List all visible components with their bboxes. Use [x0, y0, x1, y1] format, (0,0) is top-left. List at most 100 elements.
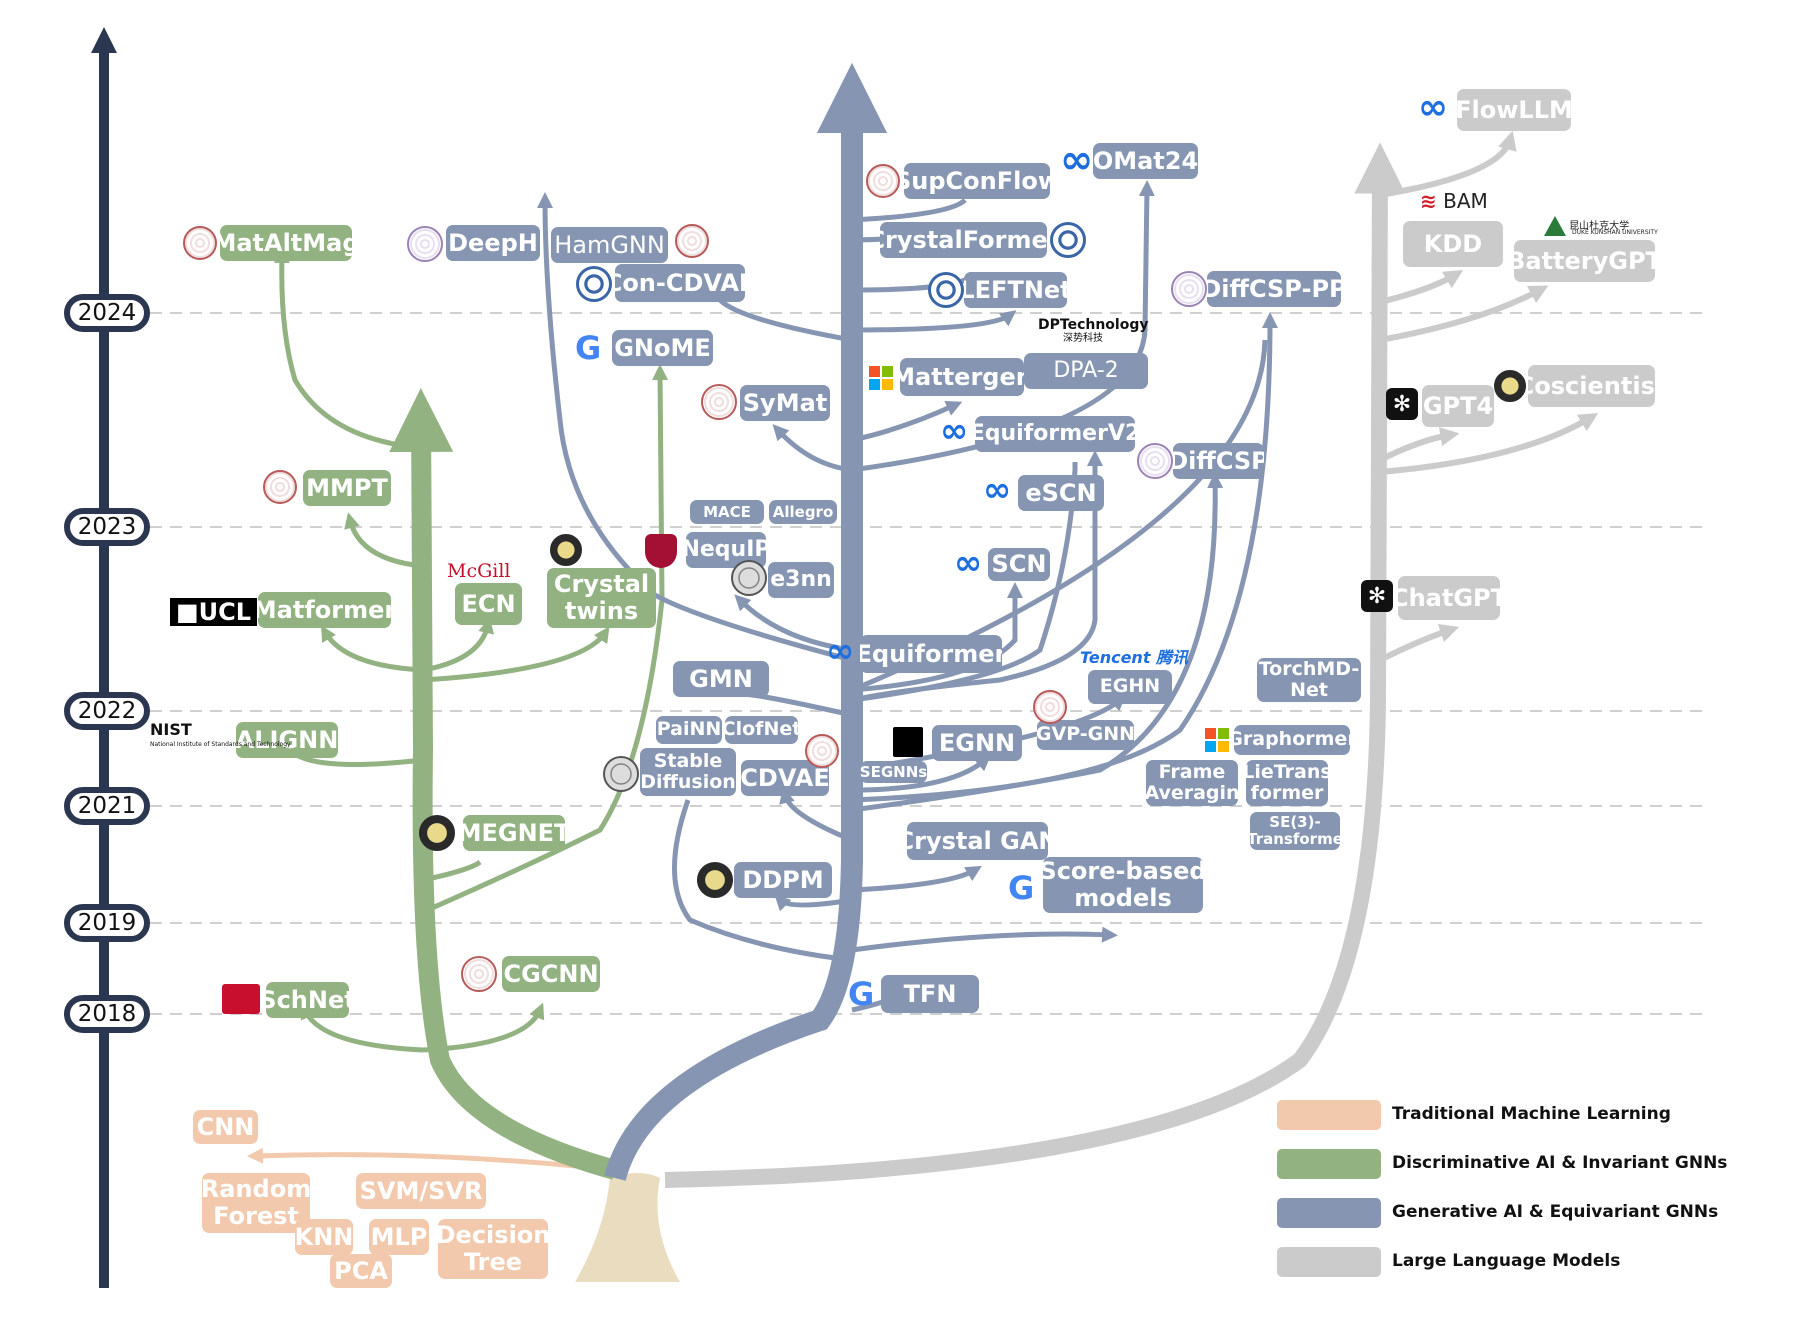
- institution-seal-icon: [1494, 370, 1526, 402]
- institution-seal-icon: [1171, 271, 1207, 307]
- institution-seal-icon: [1137, 443, 1173, 479]
- uva-logo-icon: [893, 727, 923, 757]
- year-2022: 2022: [64, 692, 150, 730]
- google-icon: G: [1008, 869, 1035, 907]
- institution-seal-icon: [805, 734, 839, 768]
- node-matformer: Matformer: [258, 592, 391, 628]
- legend-label-discriminative: Discriminative AI & Invariant GNNs: [1392, 1153, 1728, 1173]
- year-2021: 2021: [64, 787, 150, 825]
- nist-logo: NIST: [150, 720, 192, 739]
- meta-icon: ∞: [940, 411, 969, 451]
- harvard-shield-icon: [645, 534, 677, 568]
- node-megnet: MEGNET: [463, 815, 565, 851]
- node-escn: eSCN: [1018, 475, 1104, 511]
- node-diffcsp-pp: DiffCSP-PP: [1207, 271, 1341, 307]
- node-allegro: Allegro: [769, 500, 837, 524]
- node-equiformerv2: EquiformerV2: [975, 416, 1135, 452]
- dptechnology-logo: DPTechnology: [1038, 317, 1149, 333]
- node-clofnet: ClofNet: [725, 716, 798, 744]
- node-symat: SyMat: [740, 385, 830, 421]
- node-painn: PaiNN: [656, 716, 722, 744]
- meta-icon: ∞: [1418, 87, 1448, 128]
- meta-icon: ∞: [1060, 137, 1094, 183]
- node-equiformer: Equiformer: [860, 635, 1002, 673]
- node-leftnet: LEFTNet: [964, 272, 1067, 308]
- year-2023: 2023: [64, 508, 150, 546]
- institution-seal-icon: [928, 272, 964, 308]
- node-alignn: ALIGNN: [236, 722, 338, 758]
- node-mattergen: Mattergen: [900, 358, 1024, 396]
- node-segnns: SEGNNs: [860, 761, 927, 783]
- node-eghn: EGHN: [1088, 670, 1172, 704]
- node-crystalformer: CrystalFormer: [880, 222, 1047, 258]
- meta-icon: ∞: [826, 631, 855, 671]
- node-hamgnn: HamGNN: [551, 227, 668, 263]
- node-omat24: OMat24: [1093, 143, 1198, 179]
- node-scn: SCN: [988, 548, 1050, 581]
- microsoft-icon: [869, 366, 893, 390]
- mcgill-logo: McGill: [447, 560, 511, 582]
- institution-seal-icon: [866, 164, 900, 198]
- tree-trunk: [575, 1173, 680, 1282]
- institution-seal-icon: [697, 862, 733, 898]
- institution-seal-icon: [576, 266, 612, 302]
- institution-seal-icon: [461, 956, 497, 992]
- node-matAltMag: MatAltMag: [220, 225, 352, 261]
- node-gvp-gnn: GVP-GNN: [1037, 720, 1134, 750]
- node-mlp: MLP: [369, 1219, 429, 1255]
- node-mmpt: MMPT: [303, 470, 391, 506]
- google-icon: G: [575, 329, 602, 367]
- year-2018: 2018: [64, 995, 150, 1033]
- institution-seal-icon: [1050, 222, 1086, 258]
- node-svm-svr: SVM/SVR: [356, 1173, 486, 1209]
- node-torchmd-net: TorchMD-Net: [1257, 658, 1361, 702]
- ucl-logo: ■UCL: [170, 598, 258, 626]
- node-dpa2: DPA-2: [1024, 353, 1148, 389]
- dptechnology-logo-subtitle: 深势科技: [1063, 333, 1103, 344]
- node-schnet: SchNet: [266, 982, 349, 1018]
- year-2019: 2019: [64, 904, 150, 942]
- node-mace: MACE: [690, 500, 764, 524]
- node-kdd: KDD: [1403, 221, 1503, 267]
- nist-logo-subtitle: National Institute of Standards and Tech…: [150, 741, 291, 748]
- legend-swatch-llm: [1277, 1247, 1381, 1277]
- node-chatgpt: ChatGPT: [1398, 576, 1500, 620]
- legend-label-generative: Generative AI & Equivariant GNNs: [1392, 1202, 1719, 1222]
- node-egnn: EGNN: [932, 725, 1022, 761]
- openai-icon: ✻: [1386, 388, 1418, 420]
- node-supconflow: SupConFlow: [904, 163, 1050, 199]
- institution-seal-icon: [603, 756, 639, 792]
- node-crystal-gan: Crystal GAN: [907, 822, 1048, 860]
- legend-label-traditional-ml: Traditional Machine Learning: [1392, 1104, 1671, 1124]
- node-batterygpt: BatteryGPT: [1514, 240, 1655, 282]
- node-se3-transformer: SE(3)-Transforme: [1250, 812, 1340, 850]
- openai-icon: ✻: [1361, 580, 1393, 612]
- node-gnome: GNoME: [612, 330, 713, 366]
- node-cnn: CNN: [193, 1110, 258, 1144]
- institution-seal-icon: [407, 226, 443, 262]
- node-pca: PCA: [330, 1254, 392, 1288]
- node-coscientist: Coscientist: [1528, 365, 1655, 407]
- node-diffcsp: DiffCSP: [1173, 443, 1264, 479]
- google-icon: G: [848, 975, 875, 1013]
- dku-logo-subtitle: DUKE KUNSHAN UNIVERSITY: [1572, 229, 1658, 236]
- institution-seal-icon: [263, 470, 297, 504]
- node-tfn: TFN: [881, 975, 979, 1013]
- node-cgcnn: CGCNN: [502, 956, 600, 992]
- node-knn: KNN: [295, 1219, 353, 1255]
- node-gpt4: GPT4: [1422, 385, 1494, 427]
- node-ddpm: DDPM: [734, 862, 832, 898]
- legend-label-llm: Large Language Models: [1392, 1251, 1621, 1271]
- institution-seal-icon: [1033, 690, 1067, 724]
- dku-logo: 昆山杜克大学: [1544, 216, 1629, 236]
- node-graphormer: Graphormer: [1234, 725, 1350, 755]
